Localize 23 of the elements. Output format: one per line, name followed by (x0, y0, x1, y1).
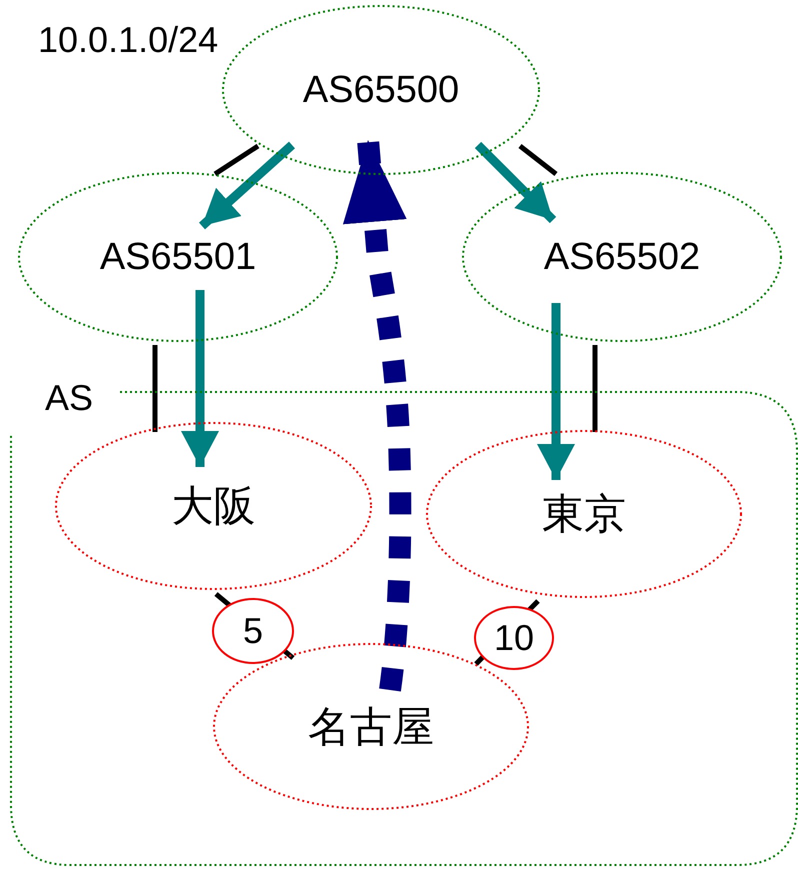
ellipse-node (462, 172, 782, 342)
link-line (518, 144, 558, 176)
arrow (181, 290, 219, 467)
node-label: AS65501 (100, 238, 256, 276)
arrow (474, 142, 556, 224)
link-line (152, 345, 158, 432)
dashed-arrow (342, 139, 412, 692)
cost-label: 10 (474, 606, 554, 670)
prefix-label: 10.0.1.0/24 (38, 22, 218, 58)
arrow (537, 303, 575, 480)
node-label: 東京 (542, 493, 626, 535)
group-label: AS (45, 380, 94, 416)
node-label: AS65500 (302, 71, 460, 109)
ellipse-node (426, 430, 742, 598)
node-label: AS65502 (544, 238, 700, 276)
cost-label: 5 (212, 598, 294, 664)
link-line (592, 345, 598, 432)
node-label: 名古屋 (308, 706, 434, 748)
ellipse-node (18, 172, 338, 342)
ellipse-node (55, 422, 372, 590)
ellipse-node (222, 5, 540, 175)
arrow (198, 142, 296, 230)
node-label: 大阪 (172, 485, 256, 527)
